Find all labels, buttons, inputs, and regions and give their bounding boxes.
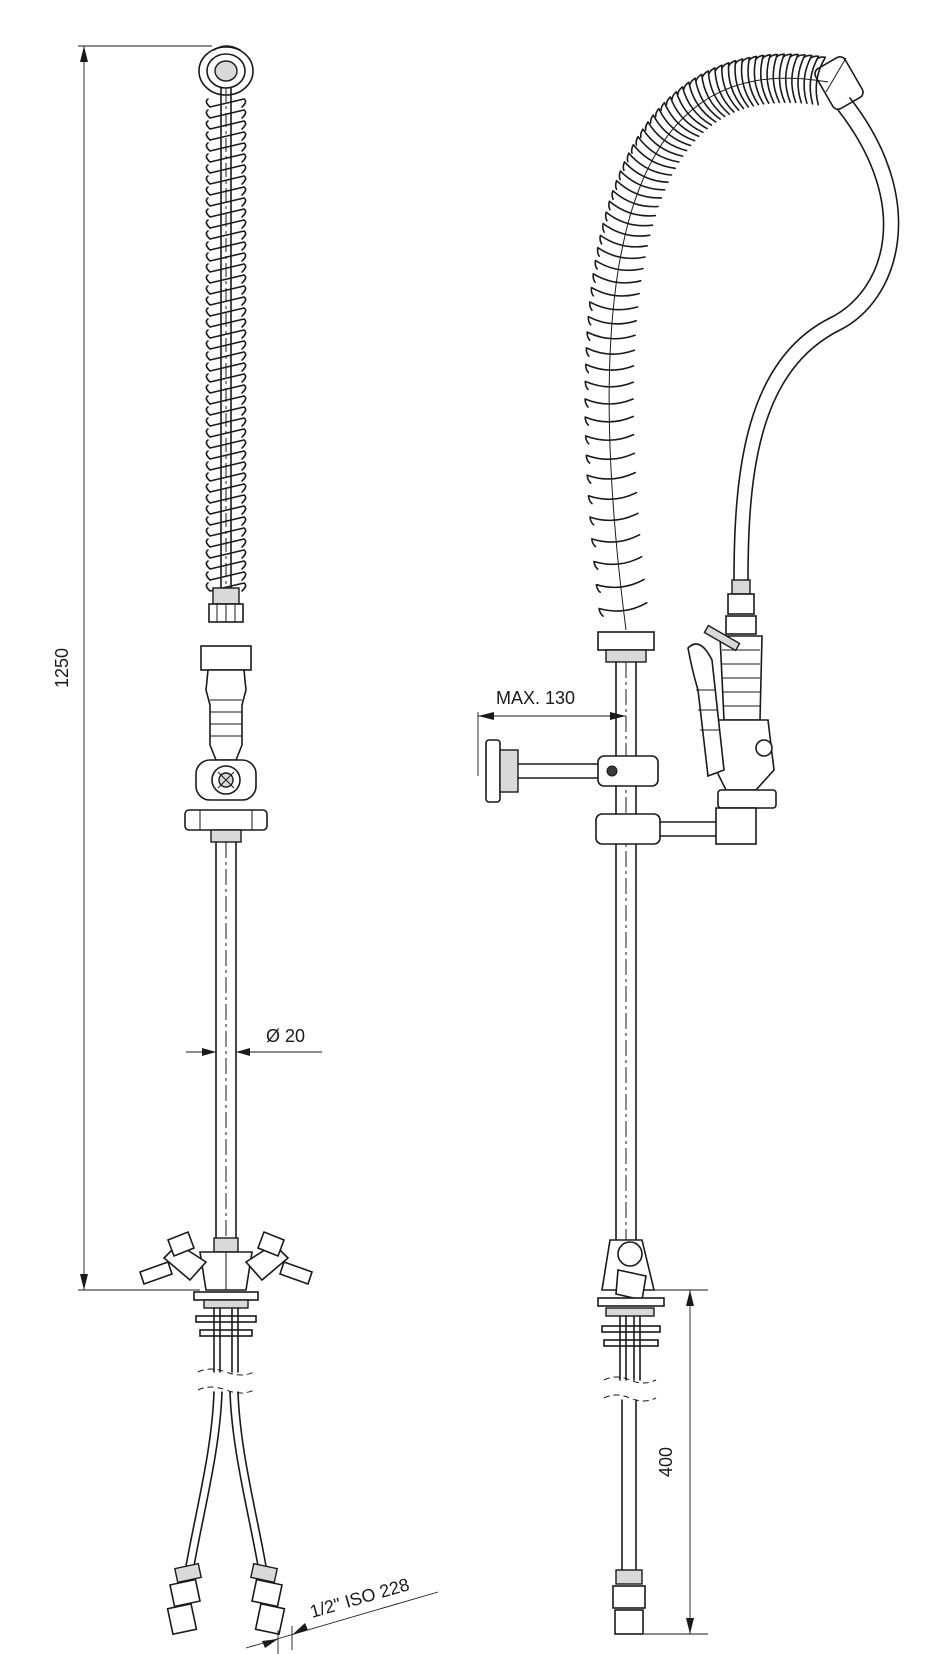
- side-spring-ring: [597, 631, 655, 663]
- dimension-overall-height: 1250: [52, 45, 212, 1291]
- side-flexible-hose: [733, 97, 900, 581]
- front-mixer: [138, 1230, 314, 1373]
- side-wall-bracket: [485, 739, 659, 803]
- side-supply-hose: [612, 1399, 646, 1635]
- front-view: [138, 45, 314, 1636]
- front-spring-coil: [205, 98, 247, 592]
- side-rinse-valve: [687, 579, 777, 809]
- side-spring-coil: [584, 53, 829, 631]
- dimension-pipe-diameter-label: Ø 20: [266, 1026, 305, 1046]
- front-riser-pipe: [215, 841, 237, 1241]
- side-riser-pipe: [615, 661, 637, 1241]
- dimension-hose-length-label: 400: [656, 1447, 676, 1477]
- dimension-hose-length: 400: [644, 1289, 708, 1635]
- front-spring-rod: [220, 87, 232, 591]
- front-top-head: [198, 45, 254, 96]
- dimension-overall-height-label: 1250: [52, 648, 72, 688]
- front-coupling: [200, 587, 252, 761]
- side-mixer: [597, 1239, 665, 1381]
- front-break: [197, 1368, 255, 1394]
- dimension-pipe-diameter: Ø 20: [186, 1026, 322, 1056]
- front-supply-hoses: [166, 1391, 286, 1636]
- side-valve-arm: [595, 807, 757, 845]
- front-bracket-collar: [184, 809, 268, 843]
- front-valve-body: [195, 759, 257, 801]
- side-break: [603, 1376, 657, 1402]
- side-spray-head: [814, 55, 864, 111]
- side-view: [485, 53, 900, 1635]
- dimension-max-reach-label: MAX. 130: [496, 688, 575, 708]
- dimension-max-reach: MAX. 130: [477, 688, 626, 776]
